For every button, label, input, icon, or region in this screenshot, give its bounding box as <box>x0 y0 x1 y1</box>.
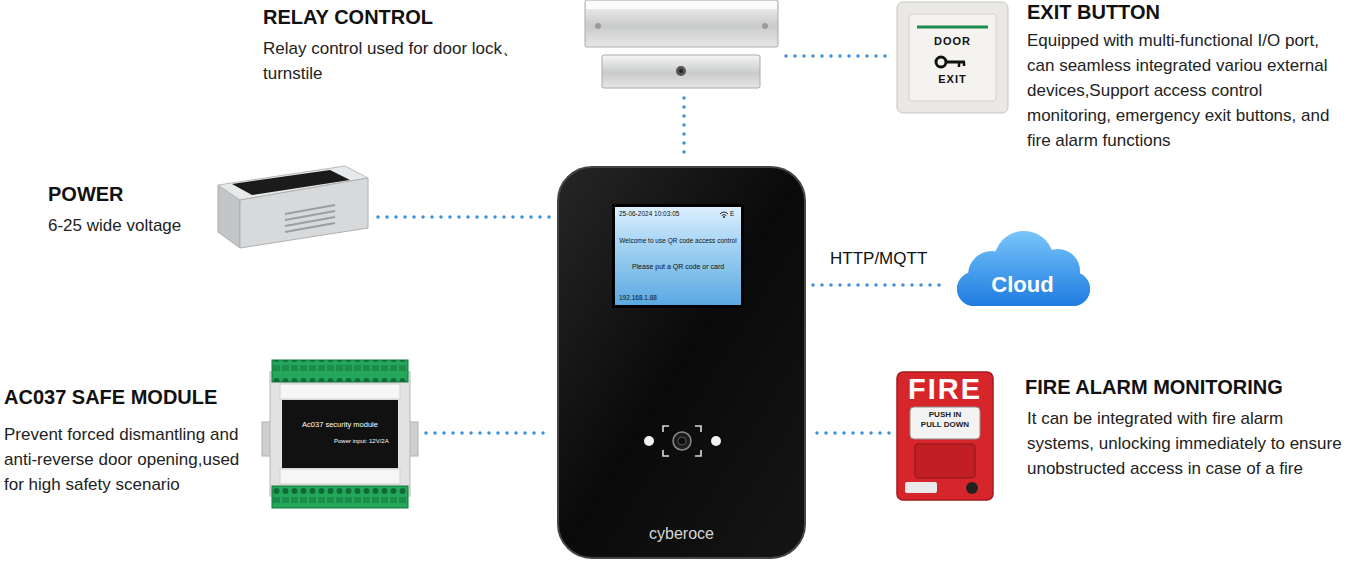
fire-housing <box>897 372 993 500</box>
fire-tag <box>905 482 937 493</box>
module-label: Ac037 security module <box>284 420 396 429</box>
module-strip <box>280 469 400 484</box>
exit-plate <box>897 2 1008 113</box>
cloud-shape <box>952 225 1093 310</box>
cloud-node: Cloud <box>952 225 1093 310</box>
protocol-label: HTTP/MQTT <box>828 248 929 270</box>
callout-heading: FIRE ALARM MONITORING <box>1025 376 1283 398</box>
access-controller <box>558 167 805 558</box>
callout-text: 6-25 wide voltage <box>48 213 218 238</box>
exit-button <box>897 2 1008 113</box>
module-strip <box>280 384 400 399</box>
fire-alarm <box>897 372 993 500</box>
callout-text: Equipped with multi-functional I/O port,… <box>1027 28 1343 153</box>
key-icon <box>963 62 966 66</box>
lock-plate-hole-inner <box>679 69 683 73</box>
callout-heading: EXIT BUTTON <box>1027 1 1160 23</box>
device-node: cyberoce 25-06-2024 10:03:05 E Welcome to u… <box>558 167 805 558</box>
dotted-connector <box>682 98 686 159</box>
lock-screw <box>595 23 601 29</box>
camera-lens <box>673 432 691 450</box>
screen-clock: 25-06-2024 10:03:05 <box>619 210 679 218</box>
lock-bar <box>585 0 778 47</box>
device-node: Ac037 security modulePower input: 12V/2A… <box>262 360 418 508</box>
screen-bezel <box>612 204 744 308</box>
key-icon <box>936 57 946 67</box>
button-label: EXIT <box>897 73 1008 86</box>
callout-text: Relay control used for door lock、turnsti… <box>263 36 563 86</box>
controller-body <box>558 167 805 558</box>
terminal-block <box>272 360 408 382</box>
psu-label <box>232 170 350 195</box>
exit-green-line <box>917 26 988 29</box>
wifi-icon <box>719 210 729 218</box>
fire-pull-panel <box>910 407 980 439</box>
brand-name: cyberoce <box>558 524 805 544</box>
callout-heading: POWER <box>48 183 124 205</box>
module-housing <box>270 372 410 496</box>
callout-heading: RELAY CONTROL <box>263 6 433 28</box>
wifi-dot <box>723 216 725 218</box>
dotted-connector <box>786 54 889 58</box>
magnetic-lock <box>585 0 778 88</box>
screen-message: Please put a QR code or card <box>616 262 740 271</box>
fire-key <box>966 482 978 494</box>
wifi-arc <box>720 212 728 216</box>
camera-lens-inner <box>678 437 686 445</box>
screen-message: Welcome to use QR code access control <box>616 237 740 245</box>
key-icon <box>946 61 965 64</box>
callout-text: Prevent forced dismantling and anti-reve… <box>4 422 256 497</box>
button-label: DOOR <box>897 35 1008 48</box>
screen-ip: 192.168.1.88 <box>619 294 657 302</box>
screen-panel: 25-06-2024 10:03:05 E Welcome to use QR co… <box>615 207 741 305</box>
psu-vent <box>285 223 335 232</box>
exit-face <box>909 14 996 101</box>
device-node: RELAY CONTROLRelay control used for door… <box>585 0 778 90</box>
lock-plate <box>602 55 760 88</box>
lock-bar-top <box>586 1 777 9</box>
lock-screw <box>762 23 768 29</box>
indicator-light <box>711 436 721 446</box>
fire-instruction: PUSH IN PULL DOWN <box>919 410 971 430</box>
module-label: Power input: 12V/2A <box>334 438 389 445</box>
indicator-light <box>644 436 654 446</box>
terminal-block <box>272 486 408 508</box>
fire-handle <box>915 444 975 478</box>
dotted-connector <box>378 215 550 219</box>
security-module <box>262 360 418 508</box>
camera-frame <box>663 426 701 456</box>
dotted-connector <box>813 431 889 435</box>
device-node: FIREPUSH IN PULL DOWNFIRE ALARM MONITORI… <box>897 372 993 500</box>
lock-plate-hole <box>676 66 686 76</box>
dotted-connector <box>813 283 944 287</box>
key-icon <box>958 62 961 67</box>
callout-heading: AC037 SAFE MODULE <box>4 386 217 408</box>
callout-text: It can be integrated with fire alarm sys… <box>1027 406 1343 481</box>
cloud-label: Cloud <box>952 272 1093 298</box>
power-supply <box>218 166 368 248</box>
screen-status: E <box>730 210 734 218</box>
fire-label: FIRE <box>897 374 993 405</box>
device-node: DOOREXITEXIT BUTTONEquipped with multi-f… <box>897 2 1008 113</box>
device-node: POWER6-25 wide voltage <box>215 165 370 250</box>
module-panel <box>282 400 398 468</box>
dotted-connector <box>426 431 550 435</box>
